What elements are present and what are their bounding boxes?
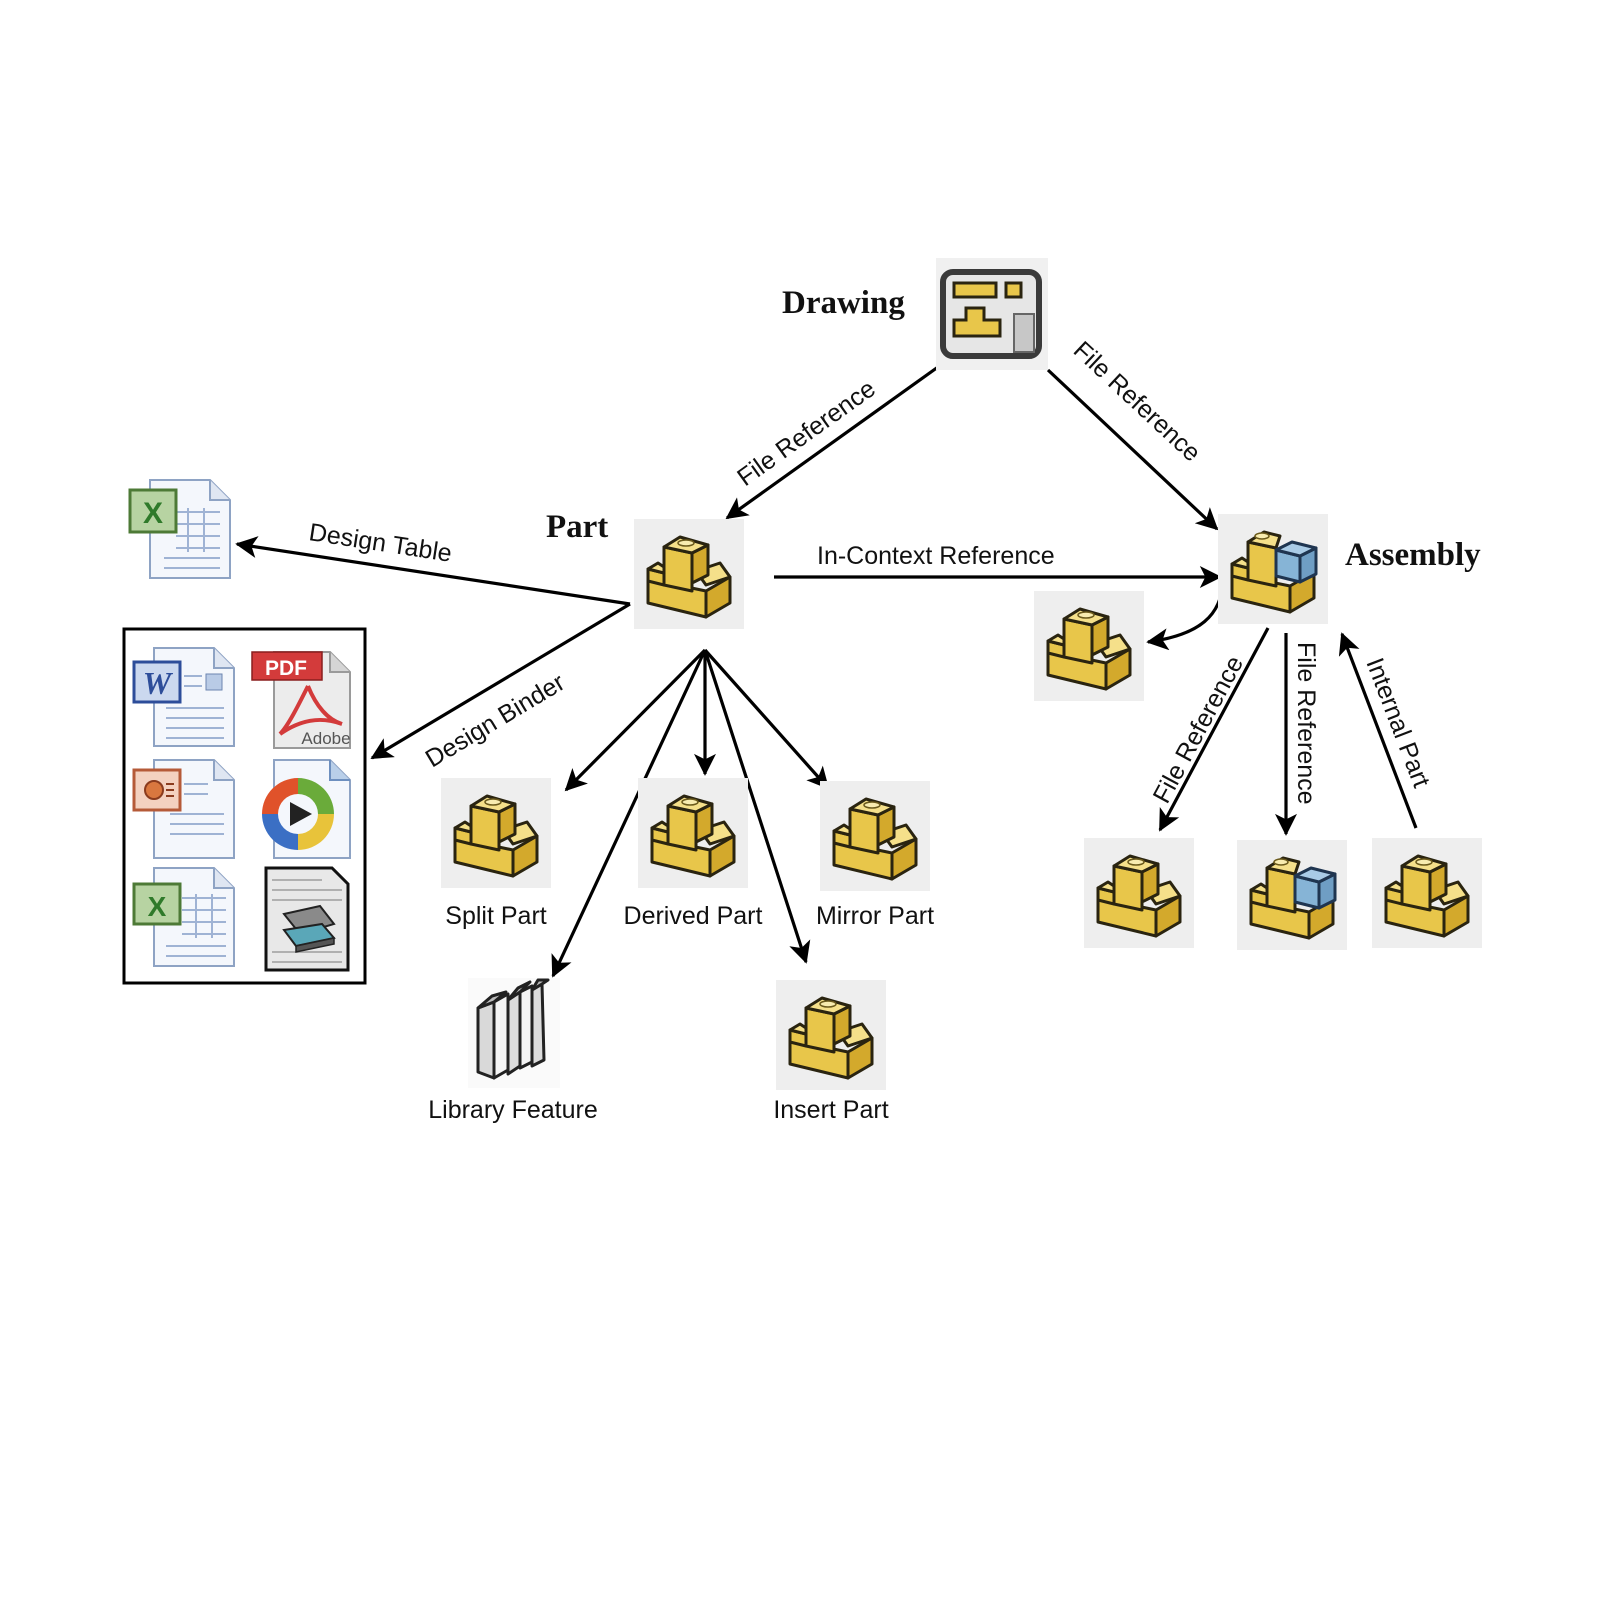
node-label-split-part: Split Part xyxy=(445,902,546,930)
node-mirror-part[interactable]: Mirror Part xyxy=(816,781,934,930)
part-icon xyxy=(1034,591,1144,701)
word-doc-icon: W xyxy=(132,647,235,747)
excel-icon: X xyxy=(128,479,231,579)
edge-assembly-to-in-context-part xyxy=(1146,579,1225,651)
node-label-drawing: Drawing xyxy=(782,285,905,321)
assembly-icon xyxy=(1237,840,1347,950)
edge-drawing-to-assembly: File Reference xyxy=(1046,336,1219,531)
media-player-icon xyxy=(262,759,351,859)
svg-text:X: X xyxy=(143,497,163,530)
edge-internal-part-to-assembly: Internal Part xyxy=(1338,632,1435,829)
edge-part-to-split xyxy=(564,648,707,792)
node-assembly[interactable]: Assembly xyxy=(1218,514,1481,624)
edge-label-assembly-subassembly: File Reference xyxy=(1292,642,1320,805)
node-part[interactable]: Part xyxy=(546,509,744,629)
edge-drawing-to-part: File Reference xyxy=(725,365,939,520)
part-icon xyxy=(1372,838,1482,948)
edge-part-to-mirror xyxy=(703,648,830,790)
node-assembly-child-part[interactable] xyxy=(1084,838,1194,948)
node-assembly-internal-part[interactable] xyxy=(1372,838,1482,948)
edge-label-design-table: Design Table xyxy=(307,518,454,567)
node-assembly-child-subassembly[interactable] xyxy=(1237,840,1347,950)
svg-text:X: X xyxy=(148,891,167,922)
edges-part-fanout xyxy=(551,648,830,978)
node-derived-part[interactable]: Derived Part xyxy=(624,778,763,930)
excel-doc-icon: X xyxy=(132,867,235,967)
edge-label-drawing-part: File Reference xyxy=(732,374,880,491)
edge-part-to-library xyxy=(551,649,707,978)
node-drawing[interactable]: Drawing xyxy=(782,258,1048,370)
part-icon xyxy=(1084,838,1194,948)
edge-assembly-to-subassembly: File Reference xyxy=(1275,633,1320,836)
node-label-library-feature: Library Feature xyxy=(428,1096,598,1124)
drawing-icon xyxy=(936,258,1048,370)
pdf-adobe-icon: PDF Adobe xyxy=(251,651,351,749)
svg-text:W: W xyxy=(143,665,174,701)
svg-text:PDF: PDF xyxy=(265,657,307,680)
part-icon xyxy=(634,519,744,629)
node-split-part[interactable]: Split Part xyxy=(441,778,551,930)
edge-part-to-insert xyxy=(703,649,811,964)
node-label-part: Part xyxy=(546,509,608,545)
edge-part-to-assembly: In-Context Reference xyxy=(774,542,1222,588)
node-label-derived-part: Derived Part xyxy=(624,902,763,930)
part-icon xyxy=(776,980,886,1090)
node-in-context-part[interactable] xyxy=(1034,591,1144,701)
svg-text:Adobe: Adobe xyxy=(301,729,350,748)
powerpoint-doc-icon xyxy=(132,759,235,859)
edge-label-internal-part: Internal Part xyxy=(1360,654,1435,791)
library-books-icon xyxy=(468,978,560,1088)
part-icon xyxy=(441,778,551,888)
node-design-binder-box[interactable]: W PDF Adobe xyxy=(122,627,367,985)
edge-part-to-design-binder: Design Binder xyxy=(370,602,631,773)
part-icon xyxy=(820,781,930,891)
node-label-insert-part: Insert Part xyxy=(773,1096,888,1124)
node-insert-part[interactable]: Insert Part xyxy=(773,980,889,1124)
node-library-feature[interactable]: Library Feature xyxy=(428,978,598,1124)
edge-label-assembly-child-part: File Reference xyxy=(1148,651,1250,808)
scanner-doc-icon xyxy=(264,866,350,972)
assembly-icon xyxy=(1218,514,1328,624)
edge-label-in-context: In-Context Reference xyxy=(817,542,1055,570)
edge-label-drawing-assembly: File Reference xyxy=(1068,336,1206,467)
node-label-assembly: Assembly xyxy=(1345,537,1481,573)
node-label-mirror-part: Mirror Part xyxy=(816,902,934,930)
part-icon xyxy=(638,778,748,888)
node-design-table[interactable]: X xyxy=(128,479,231,579)
edge-assembly-to-child-part: File Reference xyxy=(1148,627,1270,832)
